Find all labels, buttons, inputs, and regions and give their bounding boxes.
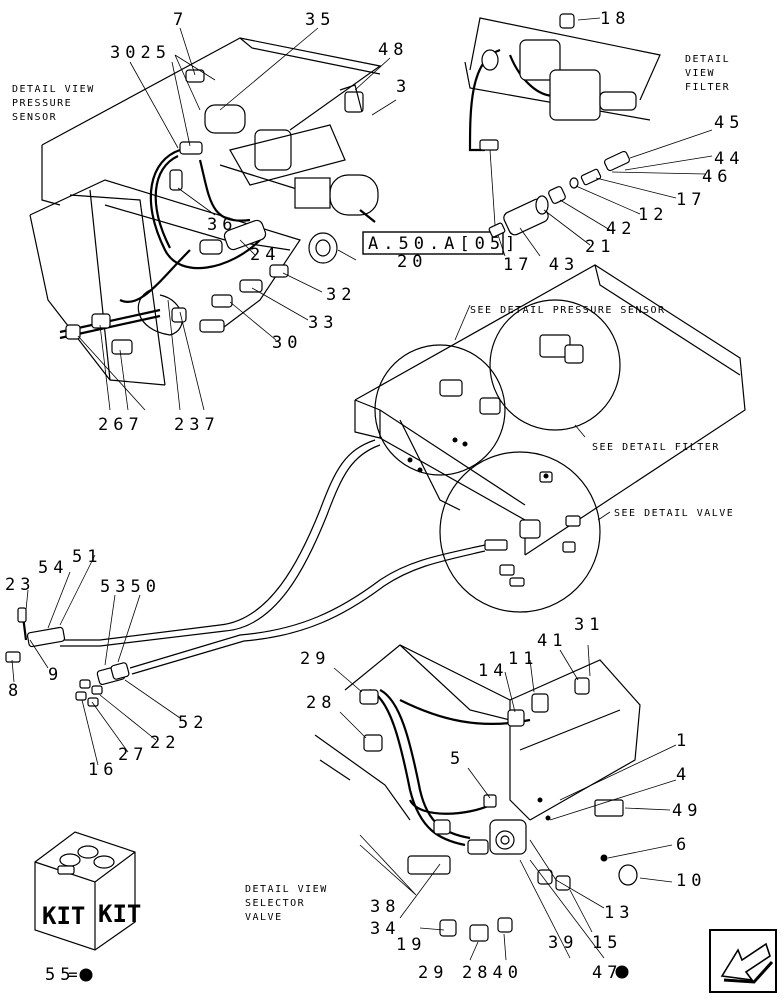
reference-box [362,231,504,255]
caption-selector-valve-1: DETAIL VIEW [245,884,328,895]
callout-52: 52 [178,713,208,733]
callout-32: 32 [326,285,356,305]
callout-41: 41 [537,631,567,651]
caption-pressure-sensor-3: SENSOR [12,112,57,123]
callout-11: 11 [508,649,538,669]
kit-label-left: KIT [42,902,85,930]
callout-30: 30 [272,333,302,353]
callout-17a: 17 [676,190,706,210]
callout-16: 16 [88,760,118,780]
callout-38: 38 [370,897,400,917]
callout-12: 12 [638,205,668,225]
filter-explode [488,150,631,238]
callout-3: 3 [396,77,411,97]
callout-51: 51 [72,547,102,567]
caption-filter-2: VIEW [685,68,715,79]
callout-267: 267 [98,415,144,435]
callout-20: 20 [397,252,427,272]
callout-49: 49 [672,801,702,821]
callout-33: 33 [308,313,338,333]
callout-10: 10 [676,871,706,891]
callout-28a: 28 [306,693,336,713]
main-assembly: SEE DETAIL PRESSURE SENSOR SEE DETAIL FI… [354,264,746,613]
see-detail-filter: SEE DETAIL FILTER [592,442,720,453]
callout-39: 39 [548,933,578,953]
callout-31: 31 [574,615,604,635]
callout-45: 45 [714,113,744,133]
kit-label-right: KIT [98,900,141,928]
kit-equals: = [68,965,78,984]
kit-legend: KIT KIT 55 = [34,831,141,985]
callout-24: 24 [250,245,280,265]
callout-237: 237 [174,415,220,435]
callout-4: 4 [676,765,691,785]
callout-7: 7 [173,10,188,30]
callout-15: 15 [592,933,622,953]
callout-42: 42 [606,219,636,239]
pressure-sensor-detail: DETAIL VIEW PRESSURE SENSOR [12,10,520,435]
callout-23: 23 [5,575,35,595]
callout-6: 6 [676,835,691,855]
caption-selector-valve-2: SELECTOR [245,898,305,909]
callout-2840: 2840 [462,963,523,983]
caption-pressure-sensor-2: PRESSURE [12,98,72,109]
reference-box-label: A.50.A[05] [368,234,520,254]
callout-1: 1 [676,731,691,751]
callout-21: 21 [585,237,615,257]
arrow-back-icon[interactable] [709,929,777,993]
selector-valve-detail: DETAIL VIEW SELECTOR VALVE [245,615,706,983]
callout-18: 18 [600,9,630,29]
see-detail-pressure-sensor: SEE DETAIL PRESSURE SENSOR [470,305,666,316]
callout-47: 47 [592,963,622,983]
detail-circle-valve [439,451,601,613]
hose-ends: 51 54 23 5350 9 8 52 22 27 16 [5,547,208,780]
callout-54: 54 [38,558,68,578]
callout-29b: 29 [418,963,448,983]
hose-run [60,439,486,675]
callout-27: 27 [118,745,148,765]
kit-dot-47 [615,965,629,979]
caption-pressure-sensor-1: DETAIL VIEW [12,84,95,95]
callout-9: 9 [48,665,63,685]
callout-14: 14 [478,661,508,681]
caption-selector-valve-3: VALVE [245,912,283,923]
callout-3025: 3025 [110,43,171,63]
callout-29a: 29 [300,649,330,669]
see-detail-valve: SEE DETAIL VALVE [614,508,734,519]
callout-5: 5 [450,749,465,769]
callout-48: 48 [378,40,408,60]
callout-19: 19 [396,935,426,955]
callout-34: 34 [370,919,400,939]
caption-filter-1: DETAIL [685,54,730,65]
callout-44: 44 [714,149,744,169]
callout-8: 8 [8,681,23,701]
detail-circle-pressure-sensor [374,344,506,476]
callout-36: 36 [207,215,237,235]
caption-filter-3: FILTER [685,82,730,93]
callout-46: 46 [702,167,732,187]
callout-35: 35 [305,10,335,30]
callout-22: 22 [150,733,180,753]
callout-17-43: 17 43 [503,255,579,275]
detail-circle-filter [489,299,621,431]
callout-13: 13 [604,903,634,923]
kit-number: 55 [45,965,75,985]
filter-detail: DETAIL VIEW FILTER [464,9,744,275]
callout-5350: 5350 [100,577,161,597]
kit-dot [79,968,93,982]
